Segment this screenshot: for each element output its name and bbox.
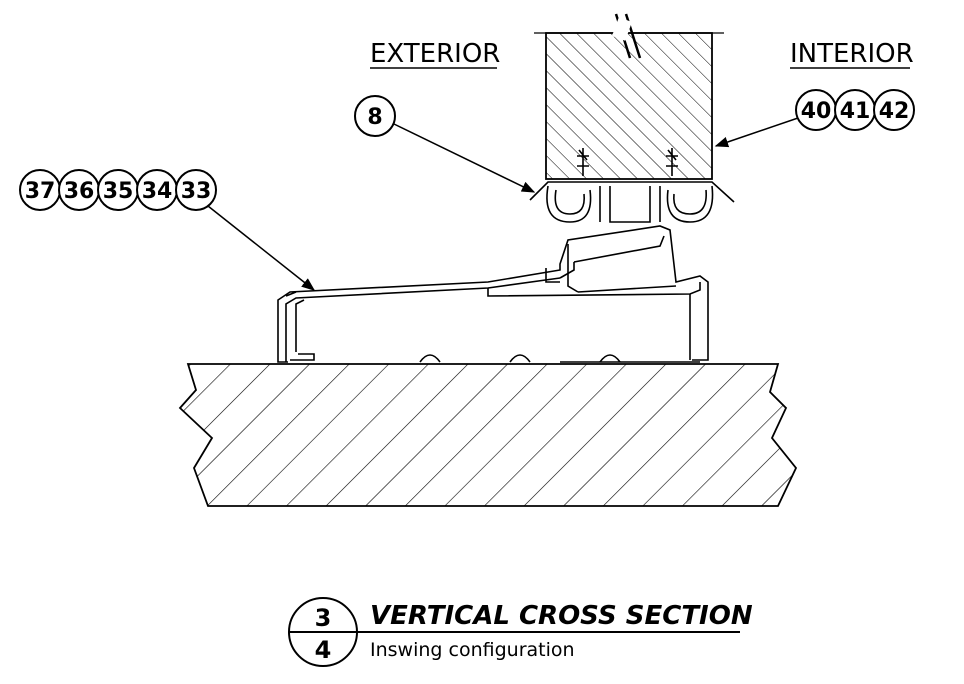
door-slab bbox=[534, 13, 724, 180]
floor-section bbox=[178, 363, 798, 507]
svg-text:33: 33 bbox=[181, 179, 212, 204]
callout-exterior-item: 8 bbox=[354, 95, 536, 193]
svg-text:40: 40 bbox=[801, 99, 832, 124]
drawing-subtitle: Inswing configuration bbox=[370, 639, 575, 661]
svg-text:34: 34 bbox=[142, 179, 173, 204]
exterior-label: EXTERIOR bbox=[370, 39, 500, 69]
drawing-title: VERTICAL CROSS SECTION bbox=[370, 601, 753, 631]
svg-text:42: 42 bbox=[879, 99, 910, 124]
svg-text:41: 41 bbox=[840, 99, 871, 124]
callout-threshold-group: 37 36 35 34 33 bbox=[19, 169, 316, 291]
detail-number: 3 bbox=[315, 604, 332, 632]
svg-text:35: 35 bbox=[103, 179, 134, 204]
door-bottom-sweep bbox=[529, 148, 735, 223]
sheet-number: 4 bbox=[315, 636, 332, 664]
callout-interior-group: 40 41 42 bbox=[714, 89, 915, 148]
interior-label: INTERIOR bbox=[790, 39, 914, 69]
threshold-assembly bbox=[277, 225, 709, 363]
svg-text:37: 37 bbox=[25, 179, 56, 204]
svg-text:8: 8 bbox=[367, 105, 382, 130]
svg-text:36: 36 bbox=[64, 179, 95, 204]
title-block: 3 4 VERTICAL CROSS SECTION Inswing confi… bbox=[288, 597, 753, 667]
